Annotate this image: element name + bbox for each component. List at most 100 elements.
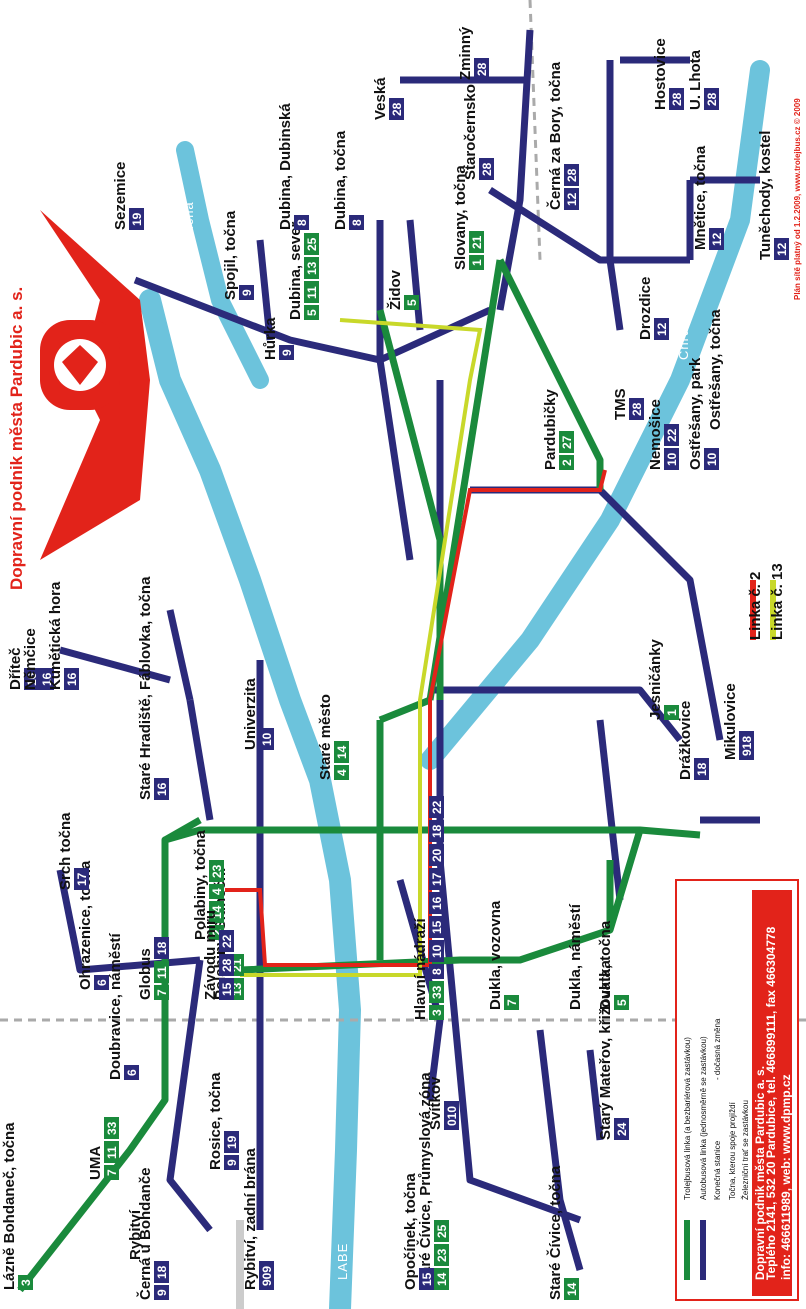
line-badge[interactable] (564, 188, 579, 210)
line-badge[interactable] (24, 668, 39, 690)
line-badge[interactable] (334, 741, 349, 763)
line-badge[interactable] (259, 1261, 274, 1290)
line-badge[interactable] (664, 705, 679, 720)
line-badge[interactable] (774, 238, 789, 260)
area-21: Dukla, náměstí (567, 903, 584, 1010)
line-badge-number: 4 (210, 888, 224, 895)
line-badge[interactable] (219, 954, 234, 976)
line-badge[interactable] (224, 1155, 239, 1170)
line-badge[interactable] (504, 995, 519, 1010)
line-badge[interactable] (18, 1275, 33, 1290)
line-badge[interactable] (664, 424, 679, 446)
area-name: Jesničánky (647, 638, 664, 720)
line-badge[interactable] (444, 1101, 459, 1130)
line-badge[interactable] (404, 295, 419, 310)
line-badge[interactable] (104, 1141, 119, 1163)
line-badge-number: 17 (430, 872, 444, 886)
line-badge[interactable] (154, 1285, 169, 1300)
line-badge[interactable] (219, 930, 234, 952)
line-badge[interactable] (629, 398, 644, 420)
line-badge[interactable] (39, 668, 54, 690)
line-badge[interactable] (564, 164, 579, 186)
line-badge[interactable] (694, 758, 709, 780)
line-badge[interactable] (239, 285, 254, 300)
line-badge[interactable] (429, 1005, 444, 1020)
line-badge[interactable] (154, 937, 169, 959)
line-badge[interactable] (209, 884, 224, 899)
line-badge[interactable] (429, 868, 444, 890)
line-badge[interactable] (709, 228, 724, 250)
line-badge[interactable] (419, 1268, 434, 1290)
line-badge[interactable] (304, 305, 319, 320)
line-badge[interactable] (124, 1065, 139, 1080)
line-badge[interactable] (614, 995, 629, 1010)
line-badge[interactable] (224, 1131, 239, 1153)
line-badge[interactable] (429, 916, 444, 938)
area-name: Dříteč (7, 647, 24, 690)
area-name: Staré město (317, 694, 334, 780)
legend-company: Dopravní podnik města Pardubic a. s. (753, 1066, 767, 1280)
line-badge[interactable] (154, 985, 169, 1000)
line-badge[interactable] (704, 88, 719, 110)
line-badge-number: 010 (445, 1106, 459, 1126)
line-badge[interactable] (74, 868, 89, 890)
line-badge[interactable] (219, 978, 234, 1000)
line-badge[interactable] (129, 208, 144, 230)
line-badge[interactable] (664, 448, 679, 470)
area-name: Závodu míru (202, 910, 219, 1000)
line-badge[interactable] (654, 318, 669, 340)
line-badge[interactable] (429, 796, 444, 818)
line-badge[interactable] (389, 98, 404, 120)
line-badge[interactable] (429, 844, 444, 866)
line-badge[interactable] (279, 345, 294, 360)
line-badge[interactable] (434, 1244, 449, 1266)
line-badge[interactable] (94, 975, 109, 990)
line-badge-number: 21 (470, 235, 484, 249)
line-badge[interactable] (474, 58, 489, 80)
line-badge[interactable] (564, 1278, 579, 1300)
line-badge[interactable] (429, 892, 444, 914)
line-badge[interactable] (104, 1117, 119, 1139)
line-badge[interactable] (209, 860, 224, 882)
line-badge[interactable] (434, 1220, 449, 1242)
line-badge[interactable] (154, 1261, 169, 1283)
line-badge[interactable] (429, 820, 444, 842)
line-badge[interactable] (669, 88, 684, 110)
line-badge[interactable] (429, 981, 444, 1003)
line-badge[interactable] (104, 1165, 119, 1180)
line-badge[interactable] (559, 455, 574, 470)
line-badge-number: 28 (475, 62, 489, 76)
line-badge[interactable] (259, 728, 274, 750)
line-badge[interactable] (154, 778, 169, 800)
line-badge[interactable] (429, 964, 444, 979)
line-badge[interactable] (349, 215, 364, 230)
line-badge[interactable] (469, 255, 484, 270)
line-badge[interactable] (304, 281, 319, 303)
line-badge[interactable] (434, 1268, 449, 1290)
line-badge[interactable] (704, 448, 719, 470)
line-badge[interactable] (304, 257, 319, 279)
line-badge[interactable] (154, 961, 169, 983)
line-badge[interactable] (334, 765, 349, 780)
area-name: Globus (137, 948, 154, 1000)
line-badge[interactable] (429, 940, 444, 962)
line-badge[interactable] (209, 901, 224, 923)
line-badge[interactable] (479, 158, 494, 180)
area-name: Židov (386, 269, 404, 310)
line-badge[interactable] (614, 1118, 629, 1140)
line-badge[interactable] (294, 215, 309, 230)
line-badge-number: 7 (155, 989, 169, 996)
line-badge[interactable] (304, 233, 319, 255)
line-badge-number: 28 (480, 162, 494, 176)
line-badge[interactable] (64, 668, 79, 690)
line-badge[interactable] (739, 731, 754, 760)
line-badge[interactable] (559, 431, 574, 453)
line-badge[interactable] (469, 231, 484, 253)
line-badge-number: 12 (655, 322, 669, 336)
